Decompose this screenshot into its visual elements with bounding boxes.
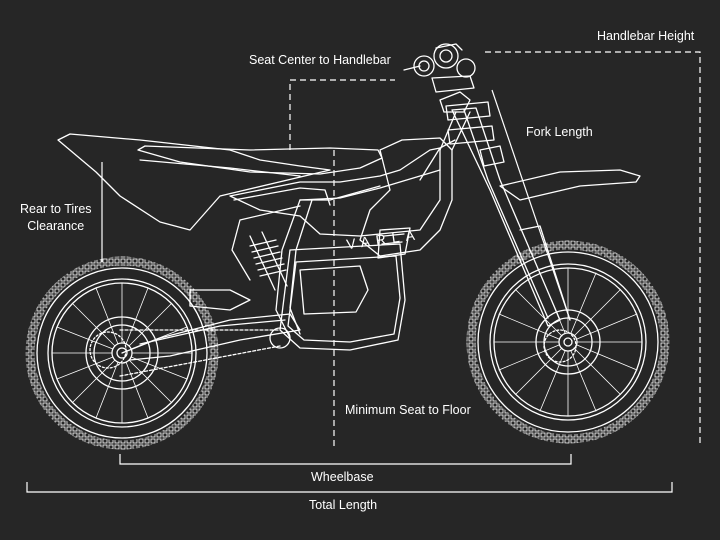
handlebar-height-line: [485, 51, 701, 446]
frame: [275, 199, 301, 339]
front-wheel: [466, 240, 670, 444]
bike-outline: [25, 43, 670, 450]
rear-shock: [249, 231, 288, 291]
front-fender: [499, 169, 641, 201]
seat-to-handlebar-label: Seat Center to Handlebar: [249, 53, 391, 67]
rear-wheel: [25, 256, 219, 450]
side-panel: [229, 147, 441, 237]
handlebar: [403, 43, 476, 151]
rear-clearance-line2: Clearance: [27, 218, 85, 233]
total-length-line: [26, 482, 673, 493]
rear-clearance-line1: Rear to Tires: [20, 202, 92, 216]
tank-shroud: [359, 137, 453, 257]
fork-length-label: Fork Length: [526, 125, 593, 139]
dimension-lines: [26, 51, 701, 493]
total-length-label: Total Length: [309, 498, 378, 512]
swingarm: [121, 313, 301, 361]
wheelbase-label: Wheelbase: [311, 470, 374, 484]
wheelbase-line: [119, 454, 572, 465]
rear-clearance-label: Rear to Tires Clearance: [20, 201, 92, 235]
front-fork: [445, 101, 571, 327]
handlebar-height-label: Handlebar Height: [597, 29, 695, 43]
battery-box: [279, 243, 406, 351]
seat-to-floor-label: Minimum Seat to Floor: [345, 403, 471, 417]
fork-length-line: [491, 89, 571, 321]
seat-to-handlebar-line: [289, 79, 395, 150]
chain: [119, 329, 281, 377]
rear-fender: [57, 133, 331, 231]
